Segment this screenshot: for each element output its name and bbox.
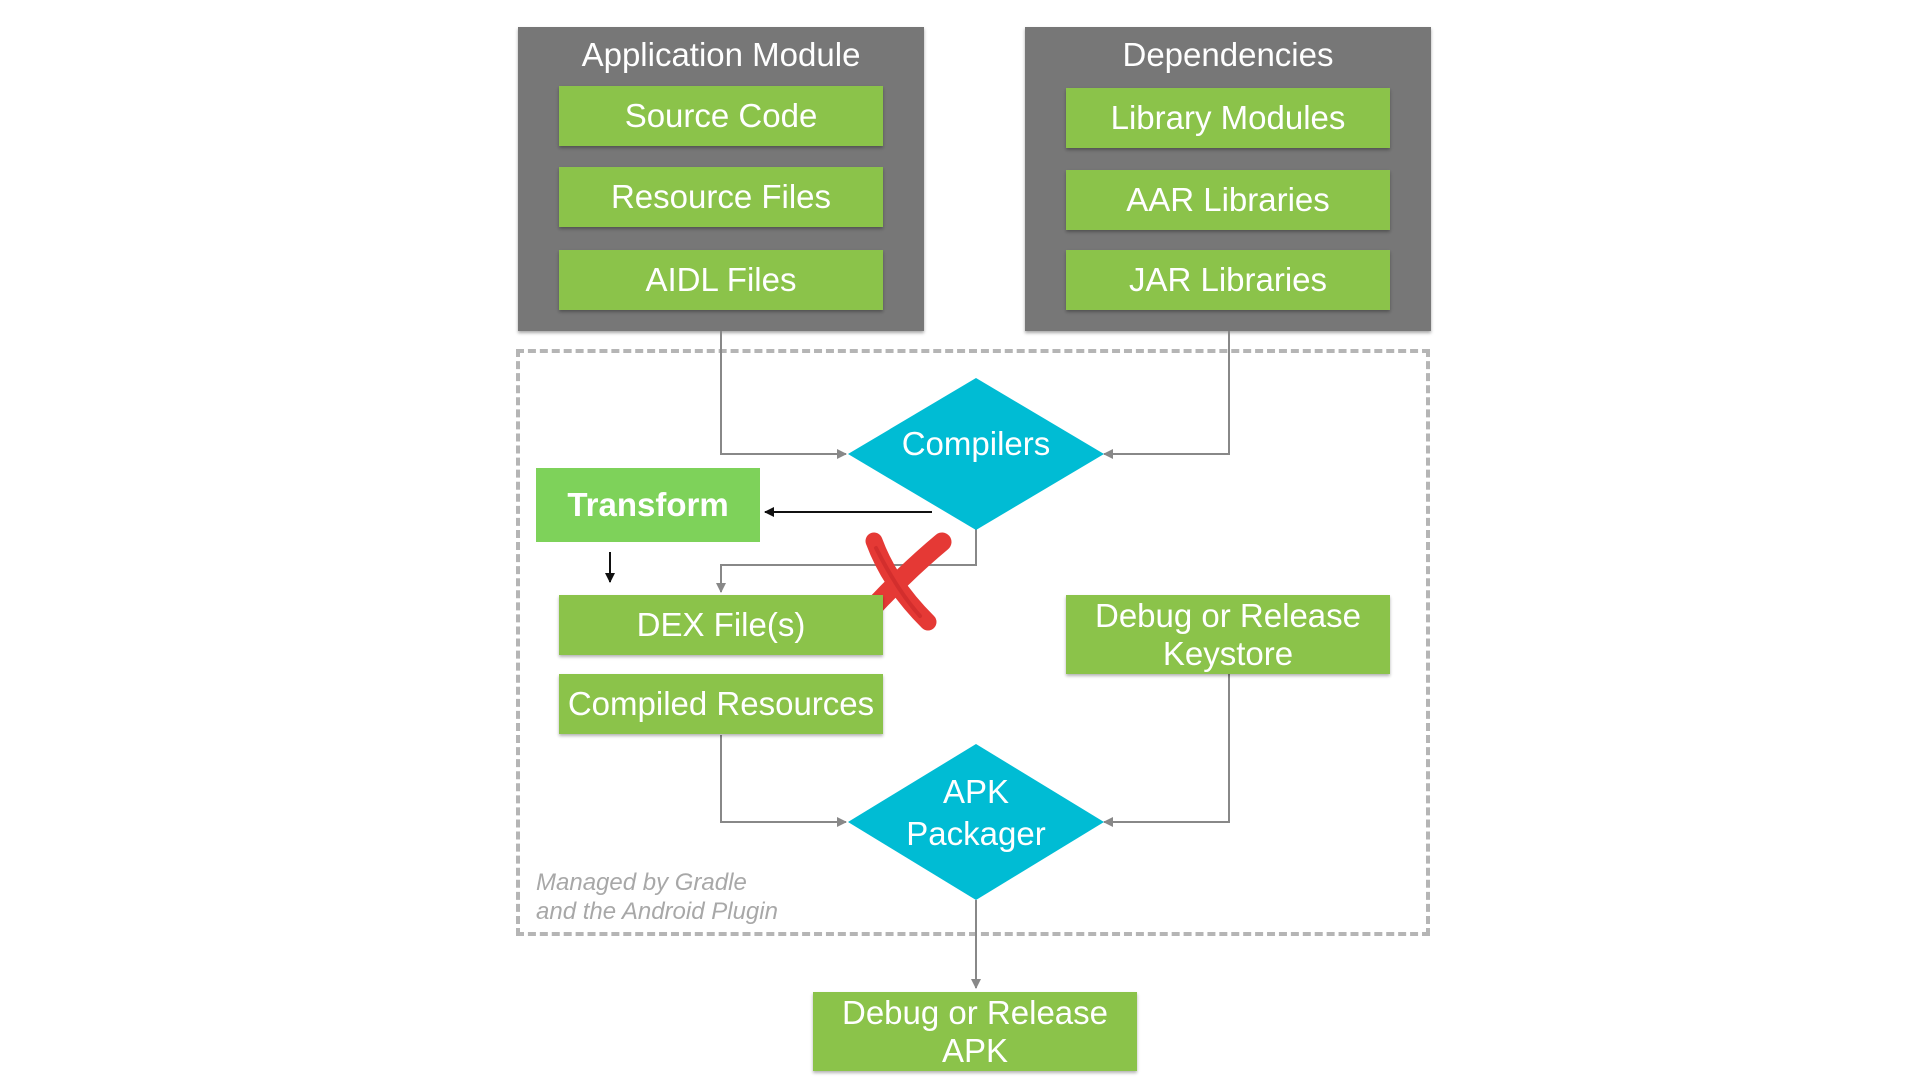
compiled-resources-box: Compiled Resources: [559, 674, 883, 734]
jar-libraries-label: JAR Libraries: [1128, 261, 1328, 298]
keystore-to-packager-line: [1103, 674, 1230, 827]
resource-files-box: Resource Files: [559, 167, 883, 227]
application-module-title: Application Module: [581, 36, 861, 73]
compiled-resources-label: Compiled Resources: [567, 685, 875, 722]
library-modules-box: Library Modules: [1066, 88, 1390, 148]
managed-by-gradle-caption: Managed by Gradle and the Android Plugin: [536, 868, 896, 926]
source-code-box: Source Code: [559, 86, 883, 146]
apk-packager-label-line1: APK: [942, 773, 1010, 810]
dependencies-to-compilers-line: [1103, 331, 1230, 459]
source-code-label: Source Code: [624, 97, 818, 134]
resource-files-label: Resource Files: [610, 178, 832, 215]
app-module-to-compilers-line: [720, 331, 847, 459]
aidl-files-box: AIDL Files: [559, 250, 883, 310]
aar-libraries-label: AAR Libraries: [1126, 181, 1330, 218]
keystore-box: Debug or Release Keystore: [1066, 595, 1390, 674]
library-modules-label: Library Modules: [1110, 99, 1346, 136]
compilers-label: Compilers: [901, 425, 1051, 462]
aidl-files-label: AIDL Files: [645, 261, 797, 298]
dex-files-label: DEX File(s): [636, 606, 806, 643]
dependencies-title: Dependencies: [1122, 36, 1334, 73]
transform-box: Transform: [536, 468, 760, 542]
jar-libraries-box: JAR Libraries: [1066, 250, 1390, 310]
managed-region: [516, 349, 1430, 936]
aar-libraries-box: AAR Libraries: [1066, 170, 1390, 230]
keystore-label-line2: Keystore: [1162, 634, 1294, 672]
output-apk-label-line2: APK: [941, 1031, 1009, 1069]
output-apk-box: Debug or Release APK: [813, 992, 1137, 1071]
transform-label: Transform: [567, 486, 729, 523]
apk-packager-label: APK Packager: [876, 771, 1076, 855]
caption-line1: Managed by Gradle: [536, 869, 747, 896]
output-apk-label-line1: Debug or Release: [842, 993, 1108, 1031]
caption-line2: and the Android Plugin: [536, 898, 778, 925]
compilers-to-dex-line: [716, 528, 977, 593]
keystore-label-line1: Debug or Release: [1095, 596, 1361, 634]
compilers-diamond: [848, 378, 1104, 530]
apk-packager-label-line2: Packager: [906, 815, 1046, 852]
apk-packager-diamond: [848, 744, 1104, 900]
dex-files-box: DEX File(s): [559, 595, 883, 655]
resources-to-packager-line: [720, 735, 847, 827]
